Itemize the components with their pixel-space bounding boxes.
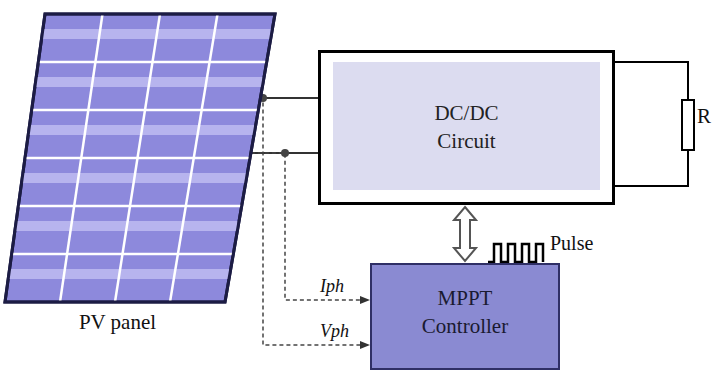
resistor-symbol bbox=[682, 100, 694, 150]
resistor-wiring bbox=[615, 62, 694, 186]
panel-body bbox=[5, 14, 275, 302]
converter-inner-panel bbox=[333, 62, 600, 190]
panel-grid bbox=[115, 14, 160, 302]
power-wire bbox=[260, 97, 318, 99]
panel-outline bbox=[5, 14, 277, 302]
wire bbox=[615, 150, 688, 186]
converter-label: DC/DC Circuit bbox=[412, 100, 522, 155]
resistor-label: R bbox=[697, 104, 711, 129]
junction-dot bbox=[281, 149, 289, 157]
panel-label: PV panel bbox=[5, 310, 230, 335]
signal-label: Pulse bbox=[550, 232, 593, 255]
controller-box: MPPT Controller bbox=[370, 263, 560, 370]
signal-name: Vph bbox=[318, 321, 351, 342]
wire bbox=[615, 62, 688, 100]
controller-label: MPPT Controller bbox=[410, 285, 520, 340]
signal-name: Iph bbox=[318, 276, 346, 297]
converter-box: DC/DC Circuit bbox=[318, 50, 615, 205]
panel-grid bbox=[60, 14, 103, 302]
panel-grid bbox=[170, 14, 218, 302]
double-arrow bbox=[454, 207, 476, 261]
panel-frame bbox=[5, 14, 275, 302]
pv-panel: PV panel bbox=[5, 14, 277, 302]
pulse-symbol bbox=[488, 244, 543, 262]
